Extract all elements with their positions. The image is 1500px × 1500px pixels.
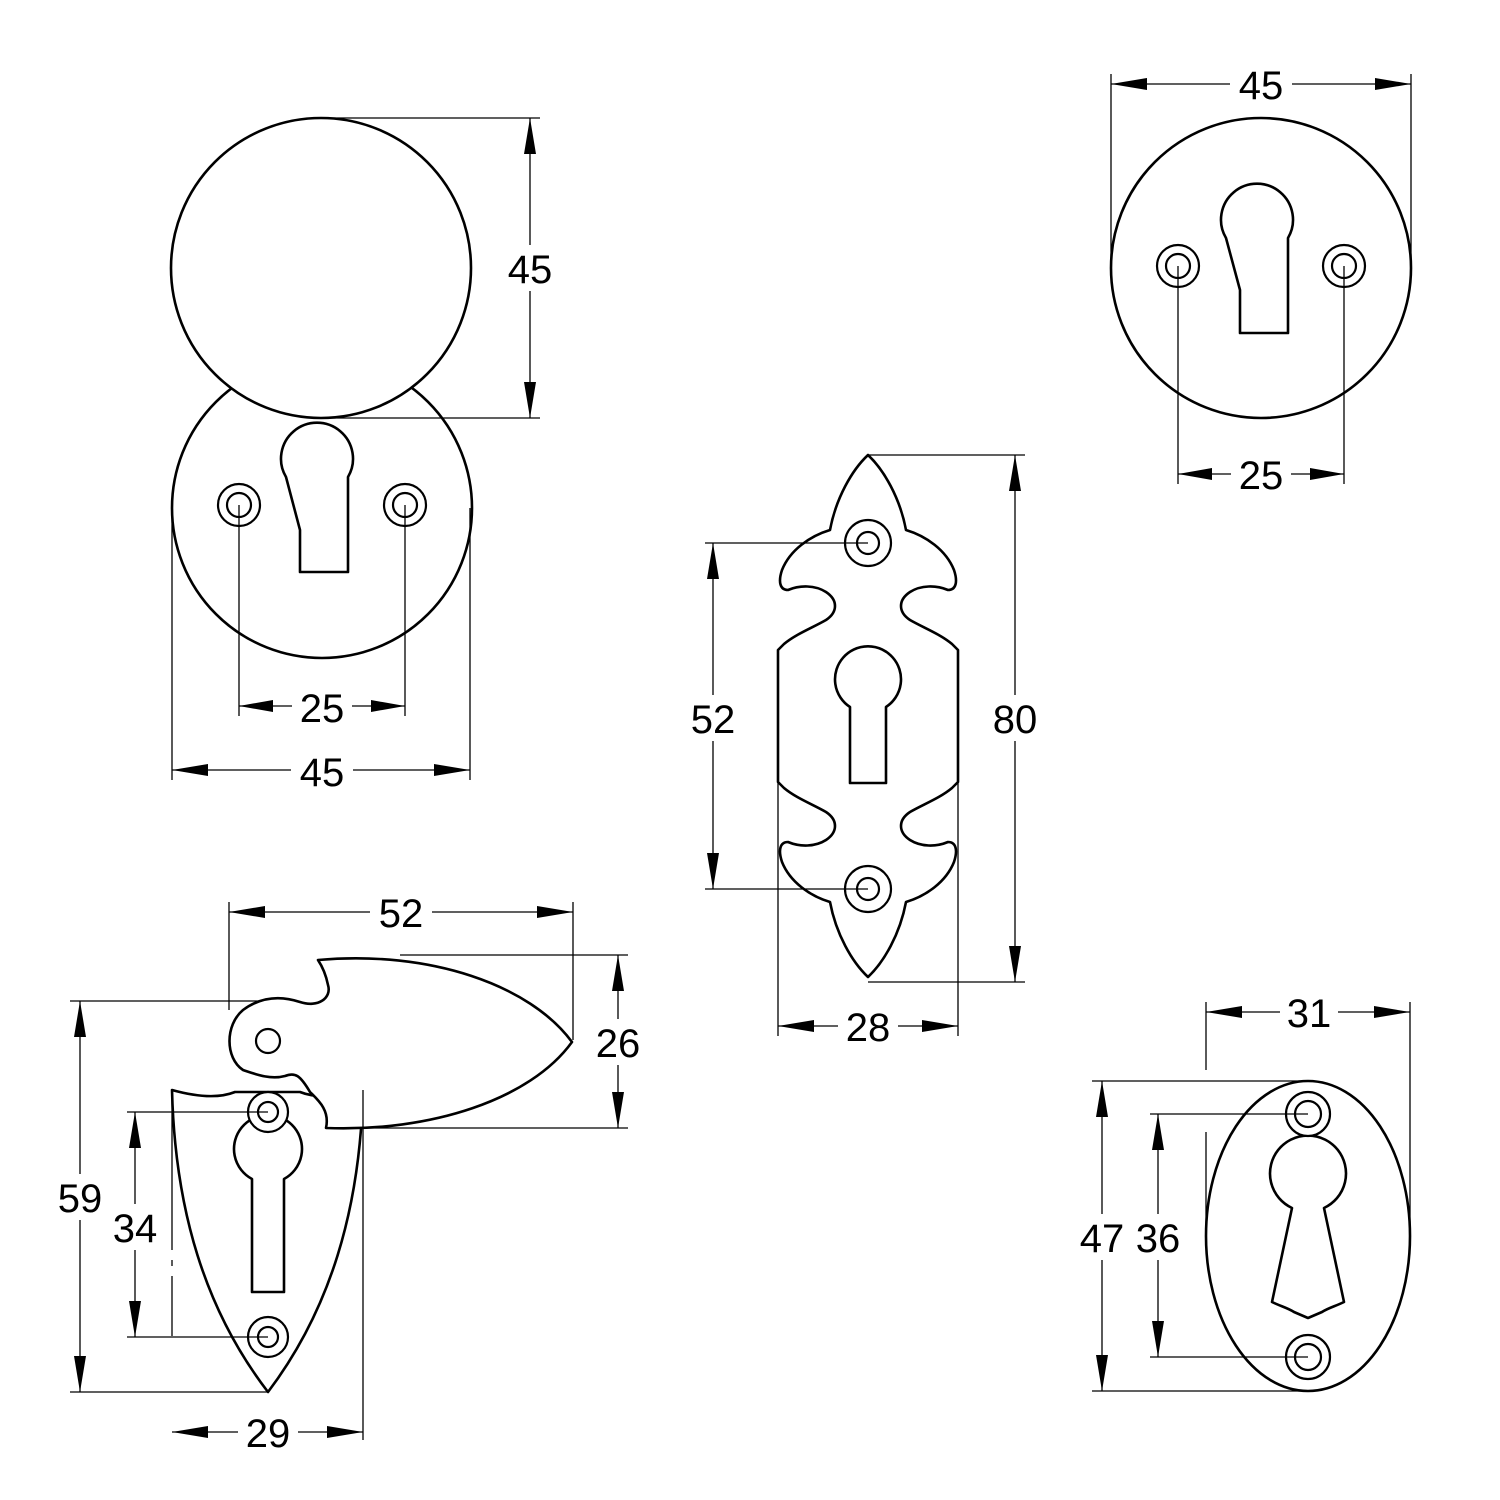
dimension-height: 47: [1080, 1217, 1125, 1261]
dimension-height: 59: [58, 1177, 103, 1221]
shield-escutcheon-with-cover: 52 26 59 34 29: [52, 890, 648, 1456]
oval-escutcheon: 31 47 36: [1075, 990, 1412, 1393]
dimension-plate-width: 45: [300, 751, 345, 795]
cover-pivot-hole: [254, 1027, 282, 1055]
round-escutcheon: 45 25: [1109, 62, 1413, 498]
dimension-height: 80: [993, 698, 1038, 742]
keyhole-slot: [833, 645, 903, 785]
dimension-cover-width: 52: [379, 892, 424, 936]
dimension-hole-spacing: 36: [1136, 1217, 1181, 1261]
keyhole-slot: [279, 421, 355, 574]
shield-cover: [228, 957, 574, 1130]
dimension-cover-height: 26: [596, 1022, 641, 1066]
dimension-hole-spacing: 25: [300, 687, 345, 731]
keyhole-slot: [1219, 182, 1295, 335]
round-escutcheon-with-cover: 45 25 45: [169, 116, 560, 795]
dimension-cover-height: 45: [508, 248, 553, 292]
dimension-plate-width: 29: [246, 1412, 291, 1456]
dimension-plate-width: 45: [1239, 64, 1284, 108]
dimension-hole-spacing: 25: [1239, 454, 1284, 498]
dimension-width: 28: [846, 1006, 891, 1050]
dimension-width: 31: [1287, 992, 1332, 1036]
gothic-escutcheon: 52 80 28: [684, 453, 1045, 1050]
victorian-keyhole: [1268, 1134, 1348, 1320]
dimension-hole-spacing: 34: [113, 1207, 158, 1251]
dimension-hole-spacing: 52: [691, 698, 736, 742]
cover-disc: [169, 116, 473, 420]
